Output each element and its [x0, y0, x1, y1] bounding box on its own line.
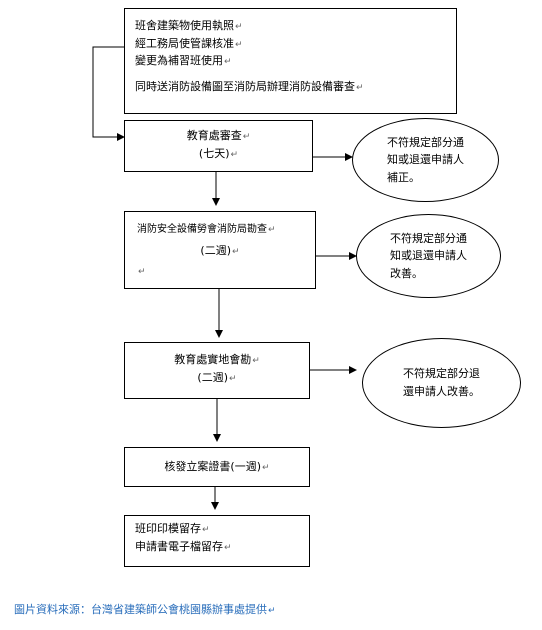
ellipse1-line-1: 不符規定部分通	[387, 135, 464, 149]
box1-line-2: 經工務局使管課核准↵	[135, 36, 243, 50]
step-issue-certificate-box: 核發立案證書(一週)↵	[124, 447, 310, 487]
ellipse3-line-1: 不符規定部分退	[403, 367, 480, 381]
box6-line-2: 申請書電子檔留存↵	[135, 539, 232, 553]
step-fire-safety-inspection-box: 消防安全設備勞會消防局勘查↵ (二週)↵ ↵	[124, 211, 316, 289]
box1-line-4: 同時送消防設備圖至消防局辦理消防設備審查↵	[135, 79, 364, 93]
ellipse2-line-2: 知或退還申請人	[390, 249, 467, 263]
step-archive-box: 班印印模留存↵ 申請書電子檔留存↵	[124, 515, 310, 567]
box1-line-1: 班舍建築物使用執照↵	[135, 19, 243, 32]
ellipse2-line-1: 不符規定部分通	[390, 231, 467, 245]
box4-line-2: (二週)↵	[197, 370, 237, 384]
ellipse3-line-2: 還申請人改善。	[403, 385, 480, 398]
box6-line-1: 班印印模留存↵	[135, 522, 210, 535]
box2-line-2: (七天)↵	[198, 146, 239, 160]
reject-notice-ellipse-2: 不符規定部分通 知或退還申請人 改善。	[356, 214, 501, 298]
step-education-review-box: 教育處審查↵ (七天)↵	[124, 120, 313, 172]
image-source-caption: 圖片資料來源：台灣省建築師公會桃園縣辦事處提供↵	[14, 603, 276, 616]
reject-notice-ellipse-1: 不符規定部分通 知或退還申請人 補正。	[352, 118, 499, 202]
box3-line-2: (二週)↵	[200, 244, 240, 257]
box2-line-1: 教育處審查↵	[186, 129, 251, 142]
ellipse1-line-3: 補正。	[387, 170, 420, 184]
ellipse1-line-2: 知或退還申請人	[387, 153, 464, 167]
box4-line-1: 教育處實地會勘↵	[174, 353, 260, 366]
step-building-license-box: 班舍建築物使用執照↵ 經工務局使管課核准↵ 變更為補習班使用↵ 同時送消防設備圖…	[124, 8, 457, 114]
box1-line-3: 變更為補習班使用↵	[135, 54, 232, 68]
step-education-site-inspection-box: 教育處實地會勘↵ (二週)↵	[124, 342, 310, 399]
box5-line-1: 核發立案證書(一週)↵	[164, 460, 270, 473]
reject-notice-ellipse-3: 不符規定部分退 還申請人改善。	[362, 338, 521, 428]
box3-line-3: ↵	[138, 266, 146, 277]
box3-line-1: 消防安全設備勞會消防局勘查↵	[137, 224, 276, 235]
ellipse2-line-3: 改善。	[390, 266, 423, 280]
loop-connector	[92, 46, 125, 141]
